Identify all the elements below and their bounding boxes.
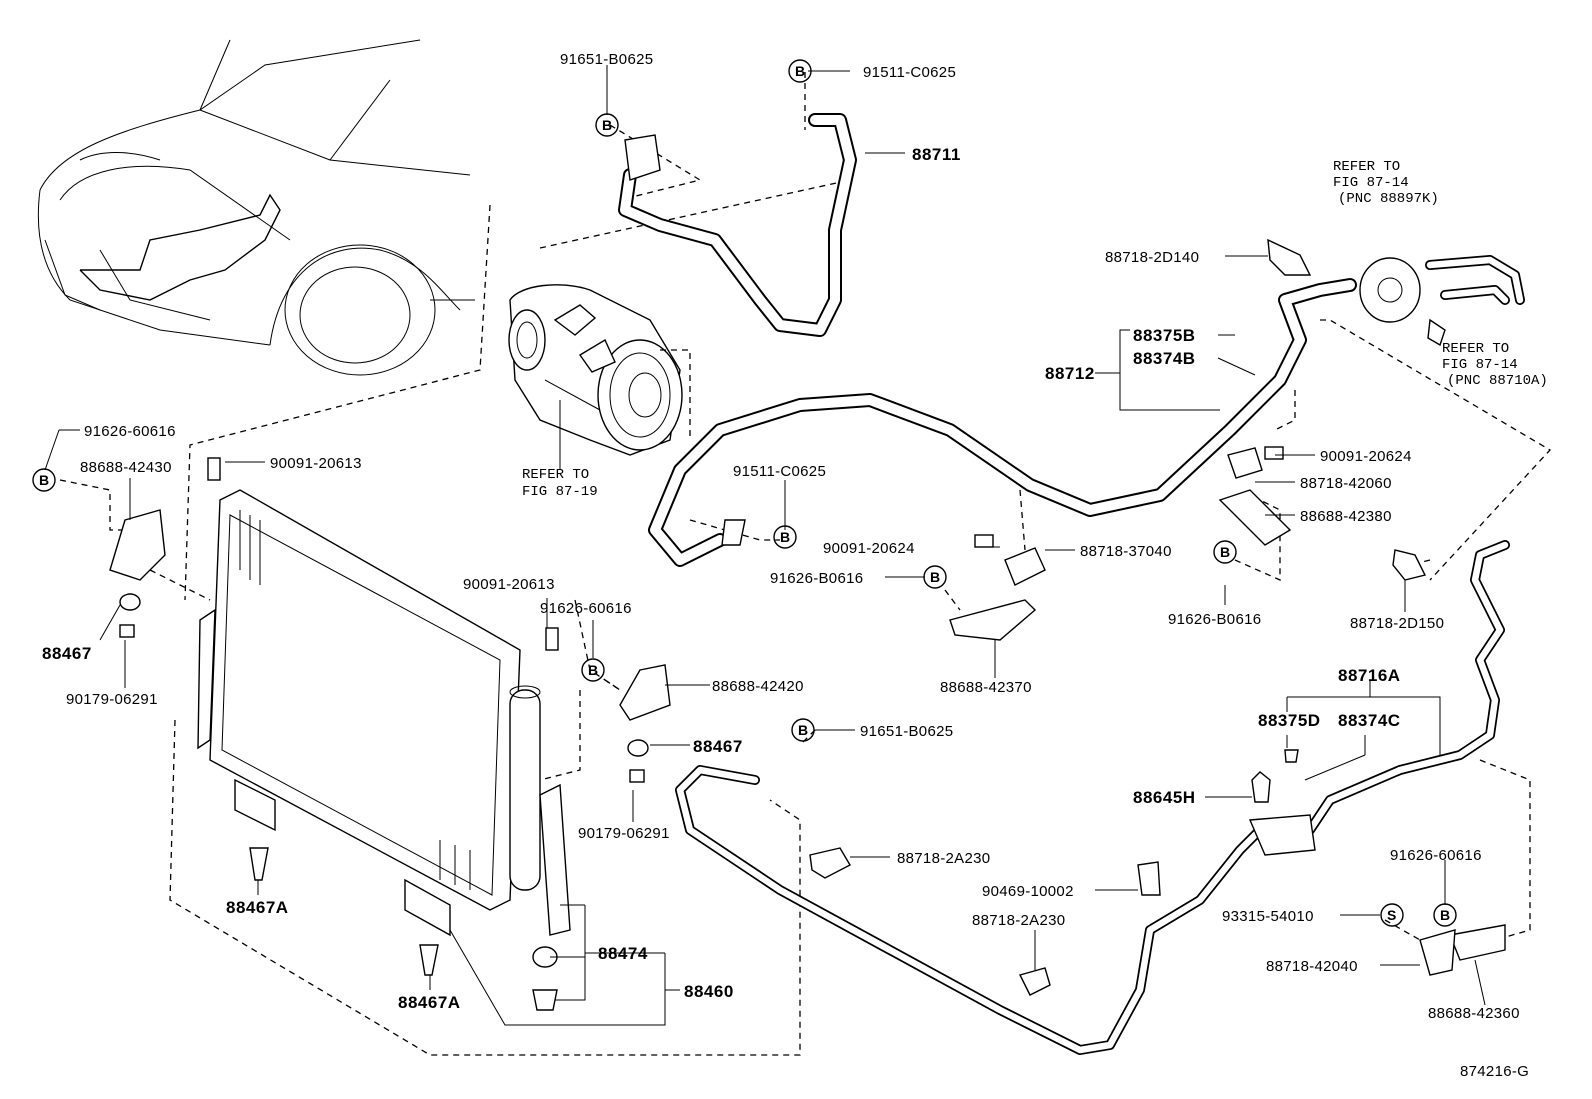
mark-b-1: B [595,113,619,137]
leader-lines [44,65,1486,1026]
label-90179-06291-mid: 90179-06291 [578,825,670,842]
mark-s-1: S [1380,903,1404,927]
label-88375b: 88375B [1133,326,1196,345]
label-88467-left: 88467 [42,644,92,663]
label-91626-b0616-mid: 91626-B0616 [770,570,863,587]
label-90091-20613-top: 90091-20613 [270,455,362,472]
pipes [618,113,1525,1055]
label-refer-88897k-line3: (PNC 88897K) [1338,191,1439,207]
label-93315-54010: 93315-54010 [1222,908,1314,925]
label-88712: 88712 [1045,364,1095,383]
label-88688-42360: 88688-42360 [1428,1005,1520,1022]
label-90469-10002: 90469-10002 [982,883,1074,900]
label-88474: 88474 [598,944,648,963]
svg-text:B: B [1220,544,1230,560]
svg-text:B: B [1440,907,1450,923]
svg-text:B: B [780,529,790,545]
condenser [197,489,541,937]
label-88688-42420: 88688-42420 [712,678,804,695]
mark-b-6: B [1213,540,1237,564]
label-91626-60616-right: 91626-60616 [1390,847,1482,864]
label-91511-c0625-mid: 91511-C0625 [733,463,826,480]
label-88460: 88460 [684,982,734,1001]
label-88718-2d140: 88718-2D140 [1105,249,1199,266]
desiccant-parts [119,593,649,1011]
svg-text:B: B [39,472,49,488]
mark-b-3: B [32,468,56,492]
svg-text:B: B [930,569,940,585]
label-88718-42060: 88718-42060 [1300,475,1392,492]
label-refer-88710a-line3: (PNC 88710A) [1447,373,1548,389]
label-91511-c0625-top: 91511-C0625 [863,64,956,81]
svg-text:B: B [588,662,598,678]
svg-text:B: B [798,722,808,738]
mark-b-4: B [773,525,797,549]
label-88645h: 88645H [1133,788,1196,807]
label-91651-b0625-top: 91651-B0625 [560,51,653,68]
label-90179-06291-left: 90179-06291 [66,691,158,708]
compressor [508,284,683,456]
svg-text:S: S [1387,907,1396,923]
vehicle-outline [37,39,475,376]
label-88718-37040: 88718-37040 [1080,543,1172,560]
svg-text:B: B [795,63,805,79]
mark-b-9: B [1433,903,1457,927]
label-91626-b0616-right: 91626-B0616 [1168,611,1261,628]
label-88716a: 88716A [1338,666,1401,685]
label-88467a-bot: 88467A [398,993,461,1012]
label-88711: 88711 [912,145,961,164]
label-90091-20624-right: 90091-20624 [1320,448,1412,465]
label-88688-42380: 88688-42380 [1300,508,1392,525]
label-88688-42370: 88688-42370 [940,679,1032,696]
label-88718-2a230-a: 88718-2A230 [897,850,990,867]
label-refer-87-19-line1: REFER TO [522,467,589,483]
mark-b-7: B [581,658,605,682]
svg-text:B: B [602,117,612,133]
label-88374c: 88374C [1338,711,1401,730]
label-90091-20613-mid: 90091-20613 [463,576,555,593]
label-91626-60616-left: 91626-60616 [84,423,176,440]
mark-b-8: B [791,718,815,742]
label-refer-88710a-line2: FIG 87-14 [1442,357,1518,373]
label-88718-2a230-b: 88718-2A230 [972,912,1065,929]
figure-id: 874216-G [1460,1063,1529,1080]
brackets [109,134,1506,996]
label-88467a-top: 88467A [226,898,289,917]
label-88375d: 88375D [1258,711,1321,730]
label-88718-2d150: 88718-2D150 [1350,615,1444,632]
label-88374b: 88374B [1133,349,1196,368]
labels: 91651-B0625 91511-C0625 88711 REFER TO F… [42,51,1548,1080]
label-refer-87-19-line2: FIG 87-19 [522,484,598,500]
label-refer-88897k-line2: FIG 87-14 [1333,175,1409,191]
label-88688-42430: 88688-42430 [80,459,172,476]
label-refer-88897k-line1: REFER TO [1333,159,1400,175]
mark-b-5: B [923,565,947,589]
label-88467-mid: 88467 [693,737,743,756]
label-90091-20624-mid: 90091-20624 [823,540,915,557]
label-91626-60616-mid: 91626-60616 [540,600,632,617]
label-88718-42040: 88718-42040 [1266,958,1358,975]
label-refer-88710a-line1: REFER TO [1442,341,1509,357]
label-91651-b0625-mid: 91651-B0625 [860,723,953,740]
mark-b-2: B [788,59,812,83]
dashed-leaders [59,72,1552,1056]
